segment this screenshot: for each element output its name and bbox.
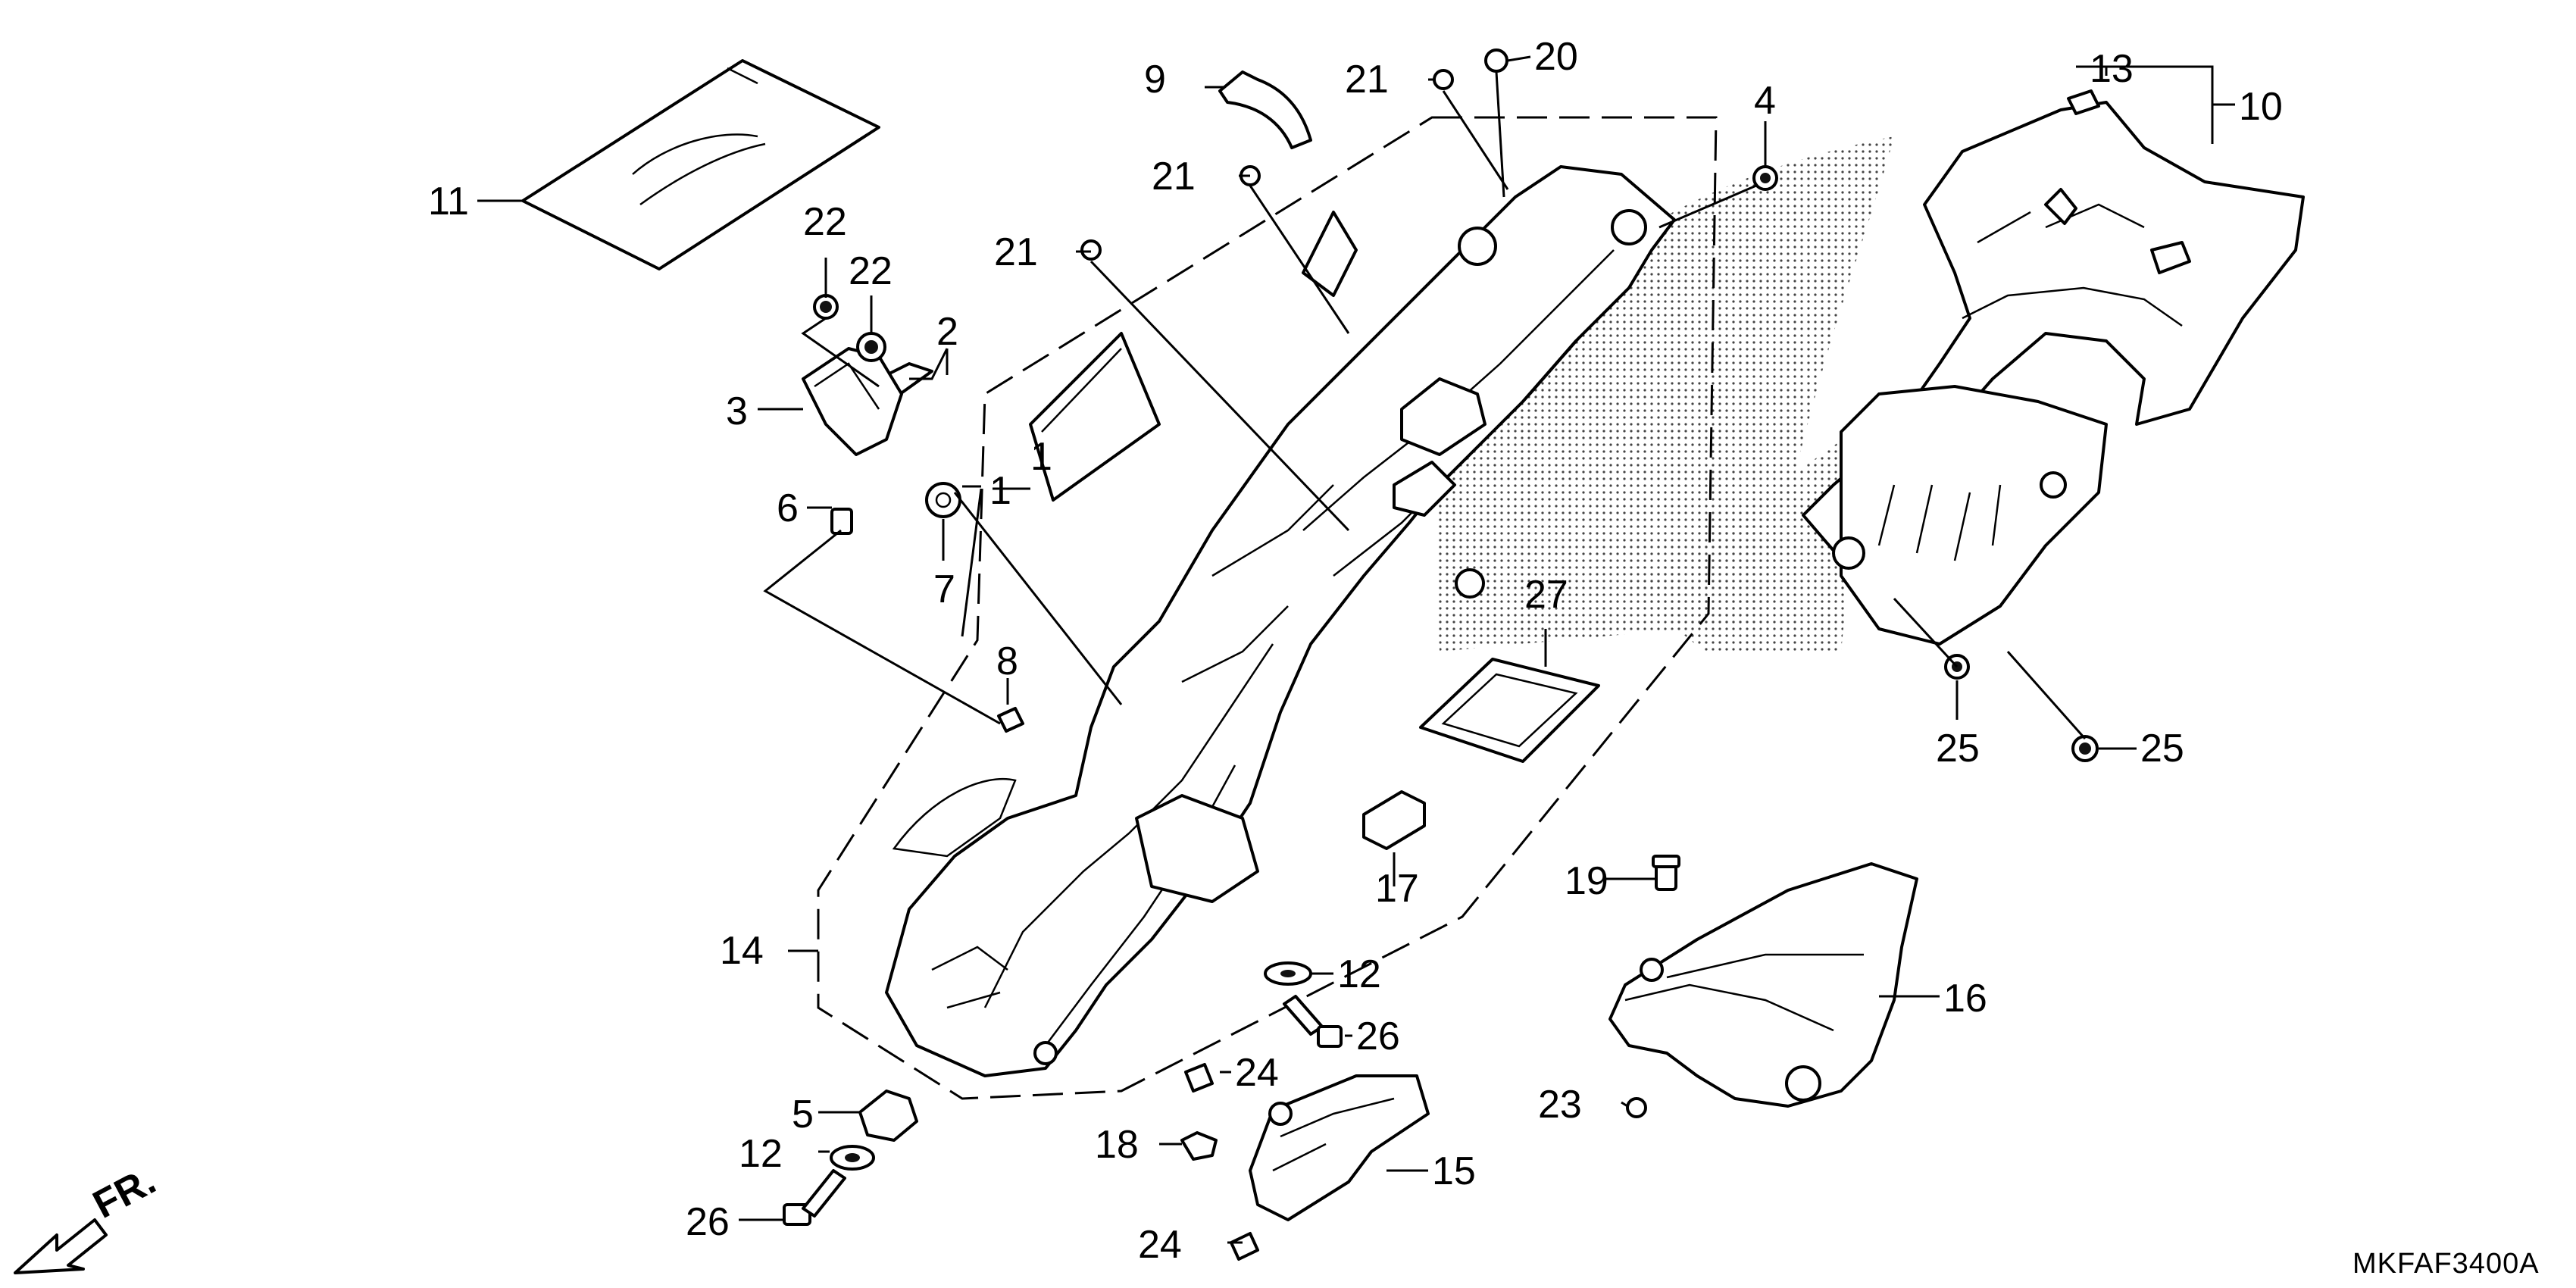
callout-8: 8: [996, 639, 1018, 683]
callout-24a: 24: [1235, 1051, 1279, 1095]
callout-3: 3: [726, 389, 748, 433]
part-15-cover: [1249, 1074, 1430, 1221]
callout-21b: 21: [1152, 155, 1196, 199]
callout-12a: 12: [739, 1132, 783, 1176]
callout-27: 27: [1524, 573, 1568, 617]
callout-5: 5: [792, 1093, 814, 1136]
leader-lines: [477, 55, 2235, 1244]
callout-25b: 25: [2140, 727, 2184, 771]
callout-17: 17: [1375, 867, 1419, 911]
callout-24b: 24: [1138, 1223, 1182, 1267]
callout-4: 4: [1754, 79, 1776, 123]
callout-12b: 12: [1337, 952, 1381, 996]
callout-15: 15: [1432, 1149, 1476, 1193]
part-10-upper-cover: [1802, 89, 2305, 646]
part-8-clip: [997, 707, 1024, 733]
callout-20: 20: [1534, 35, 1578, 79]
assembly-outline: [817, 116, 1718, 1100]
callout-7: 7: [933, 567, 955, 611]
callout-11: 11: [428, 180, 469, 224]
wing-emblem-background: [1432, 136, 1894, 652]
callout-18: 18: [1095, 1123, 1139, 1167]
part-17-block: [1362, 790, 1426, 850]
callout-22a: 22: [803, 200, 847, 244]
part-27-seal: [1419, 658, 1600, 763]
front-direction-arrow: FR.: [14, 1158, 163, 1274]
callout-2: 2: [936, 310, 958, 354]
callout-26a: 26: [686, 1200, 730, 1244]
lower-left-fasteners: [783, 961, 1343, 1226]
part-9-strip: [1218, 70, 1312, 149]
callout-19: 19: [1565, 859, 1608, 903]
part-16-hugger: [1608, 855, 1918, 1108]
callout-1: 1: [989, 469, 1011, 513]
callout-16: 16: [1943, 977, 1987, 1021]
callout-6: 6: [777, 486, 799, 530]
part-23-nut: [1626, 1097, 1647, 1118]
callout-21c: 21: [994, 230, 1038, 274]
callout-23: 23: [1538, 1083, 1582, 1127]
callout-22b: 22: [849, 249, 893, 293]
fr-label: FR.: [86, 1158, 163, 1227]
part-14-rear-fender: [885, 165, 1676, 1077]
callout-26b: 26: [1356, 1014, 1400, 1058]
part-11-sheet: [521, 59, 880, 270]
part-1-plate: [1029, 332, 1161, 502]
callout-10: 10: [2239, 85, 2283, 129]
callout-1b: 1: [1030, 435, 1052, 479]
callout-9: 9: [1144, 58, 1166, 102]
callout-21a: 21: [1345, 58, 1389, 102]
bracket-cluster: [802, 294, 961, 535]
fasteners-24-18: [1180, 1063, 1259, 1261]
callout-25a: 25: [1936, 727, 1980, 771]
callout-13: 13: [2090, 47, 2134, 91]
diagram-code: MKFAF3400A: [2352, 1248, 2540, 1280]
callout-14: 14: [720, 929, 764, 973]
callout-labels: 11 22 22 2 3 6 7 8 1 1 9 21 20 21 21 4 1…: [428, 35, 2283, 1267]
